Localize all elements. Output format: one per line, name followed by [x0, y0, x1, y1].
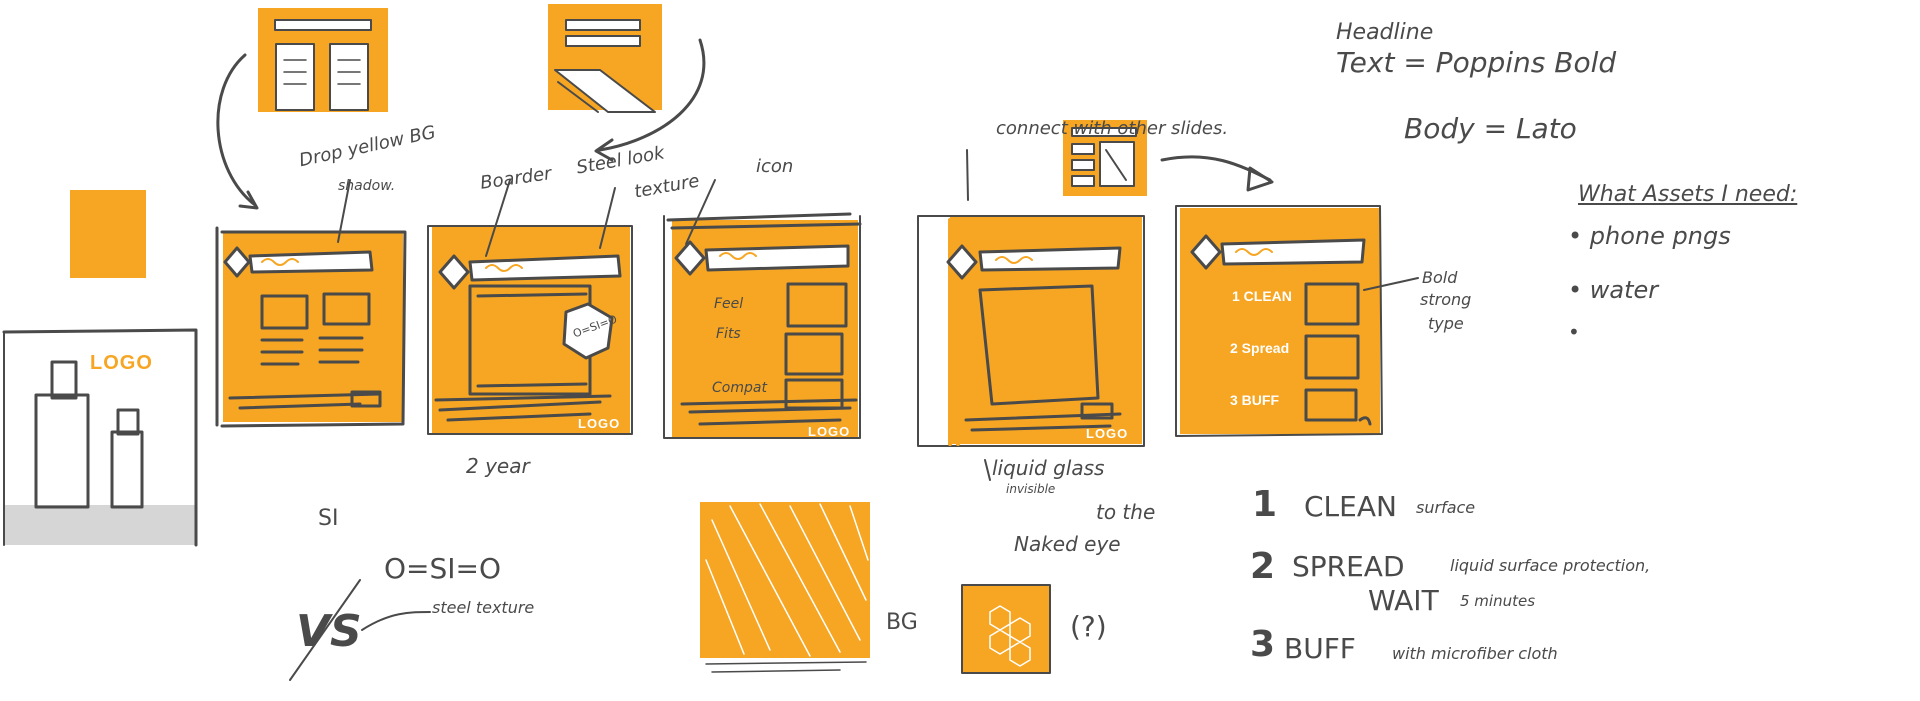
arrow-2 — [598, 38, 706, 152]
body-font-note: Body = Lato — [1404, 112, 1577, 145]
step-1-number: 1 — [1252, 484, 1278, 525]
liquid-note-3: to the — [1096, 500, 1156, 524]
question-note: (?) — [1070, 610, 1107, 643]
asset-item-2: • water — [1568, 276, 1659, 304]
arrow-1 — [216, 53, 257, 207]
liquid-note-4: Naked eye — [1014, 532, 1121, 556]
phone-mockup — [2, 328, 198, 547]
thumbnail-3 — [1063, 120, 1147, 196]
slide-3 — [663, 212, 862, 439]
phone-logo: LOGO — [90, 352, 153, 374]
slide-5-buff: 3 BUFF — [1230, 392, 1279, 408]
liquid-note-1: liquid glass — [992, 456, 1105, 480]
asset-item-3: • — [1568, 320, 1580, 344]
slide-3-feel: Feel — [714, 296, 744, 312]
step-3-rest: with microfiber cloth — [1392, 644, 1558, 663]
thumbnail-1 — [258, 8, 388, 112]
step-2-rest: liquid surface protection, — [1450, 556, 1651, 575]
bold-note-1: Bold — [1422, 268, 1458, 287]
arrow-3 — [1160, 155, 1272, 182]
si-label: SI — [318, 506, 339, 531]
year-note: 2 year — [466, 454, 530, 478]
bold-note-3: type — [1428, 314, 1464, 333]
step-3-main: BUFF — [1284, 632, 1356, 665]
step-1-main: CLEAN — [1304, 490, 1397, 523]
step-2-main: SPREAD — [1292, 550, 1405, 583]
headline-note-2: Text = Poppins Bold — [1336, 46, 1617, 79]
steel-texture-note: steel texture — [432, 598, 535, 617]
assets-title: What Assets I need: — [1578, 182, 1798, 207]
slide-5-spread: 2 Spread — [1230, 340, 1290, 356]
step-1-rest: surface — [1416, 498, 1476, 517]
drop-shadow-note-2: shadow. — [338, 178, 396, 194]
thumbnail-2 — [548, 4, 662, 113]
step-3-number: 3 — [1250, 624, 1276, 665]
slide-3-compat: Compat — [712, 380, 767, 396]
asset-item-1: • phone pngs — [1568, 222, 1731, 250]
color-swatch — [70, 190, 146, 278]
honeycomb-bg — [961, 584, 1051, 674]
slide-2-logo: LOGO — [578, 416, 621, 431]
connect-note: connect with other slides. — [996, 118, 1229, 139]
step-2-wait-rest: 5 minutes — [1460, 592, 1536, 610]
slide-3-fits: Fits — [716, 326, 741, 342]
slide-3-logo: LOGO — [808, 424, 851, 439]
liquid-note-2: invisible — [1006, 482, 1056, 496]
slide-5 — [1175, 205, 1383, 437]
headline-note-1: Headline — [1336, 20, 1434, 45]
bold-note-2: strong — [1420, 290, 1472, 309]
step-2-wait: WAIT — [1368, 584, 1439, 617]
step-2-number: 2 — [1250, 546, 1276, 587]
bg-label: BG — [886, 610, 918, 635]
slide-5-clean: 1 CLEAN — [1232, 288, 1292, 304]
slide-1 — [215, 226, 407, 428]
slide-4-logo: LOGO — [1086, 426, 1129, 441]
slide-2 — [427, 225, 633, 435]
icon-note: icon — [756, 156, 794, 177]
osio-label: O=SI=O — [384, 552, 502, 585]
vs-label: VS — [296, 606, 362, 657]
slide-4 — [917, 215, 1145, 447]
steel-texture-swatch — [700, 502, 870, 673]
